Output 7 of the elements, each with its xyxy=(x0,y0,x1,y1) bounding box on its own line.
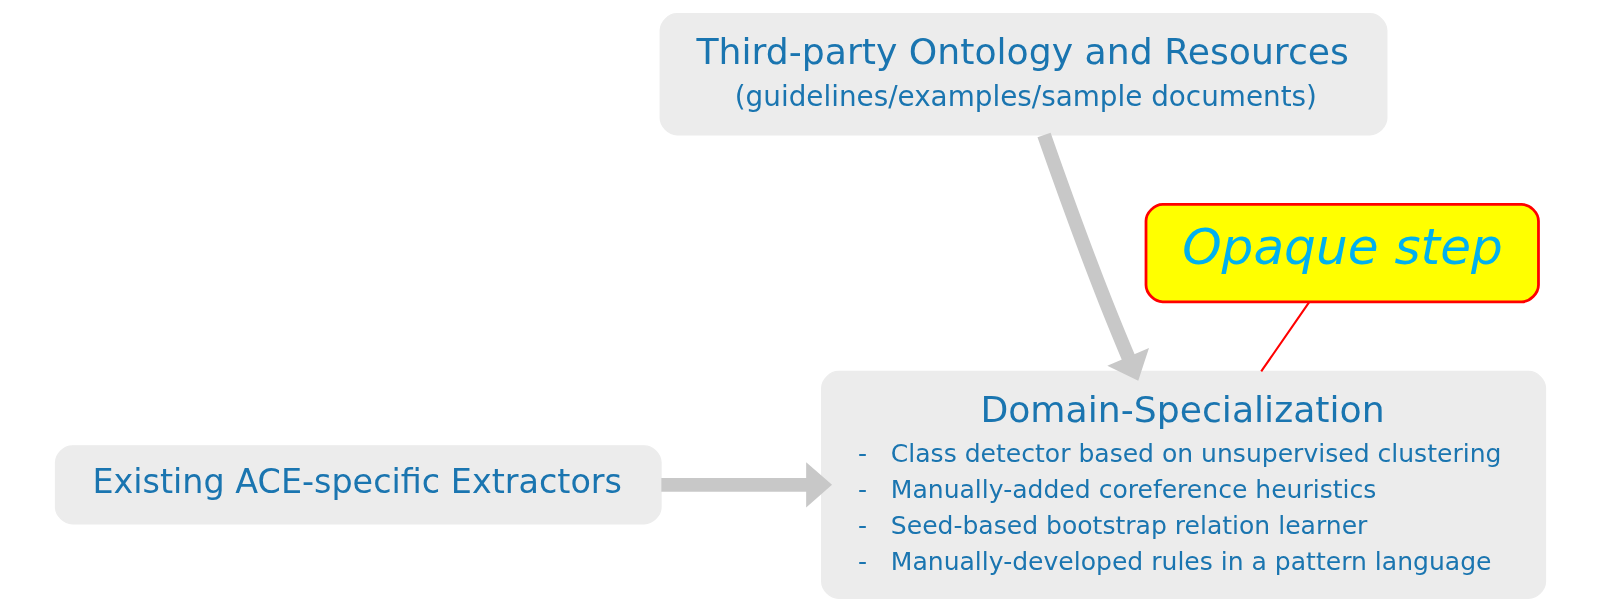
connector xyxy=(1259,301,1310,372)
node-box: Existing ACE-specific Extractors xyxy=(54,445,662,525)
arrow xyxy=(1037,132,1149,381)
node-box: Opaque step xyxy=(1144,203,1540,304)
node-box: Third-party Ontology and Resources (guidelines/examples/sample documents) xyxy=(659,13,1387,136)
node-box: Domain-Specialization - Class detector based on unsupervised clustering - Manually-added coreference heuristics - Seed-based bootstrap relation learner - Manually-developed rules in a pattern language xyxy=(820,370,1546,599)
arrow xyxy=(660,462,832,508)
